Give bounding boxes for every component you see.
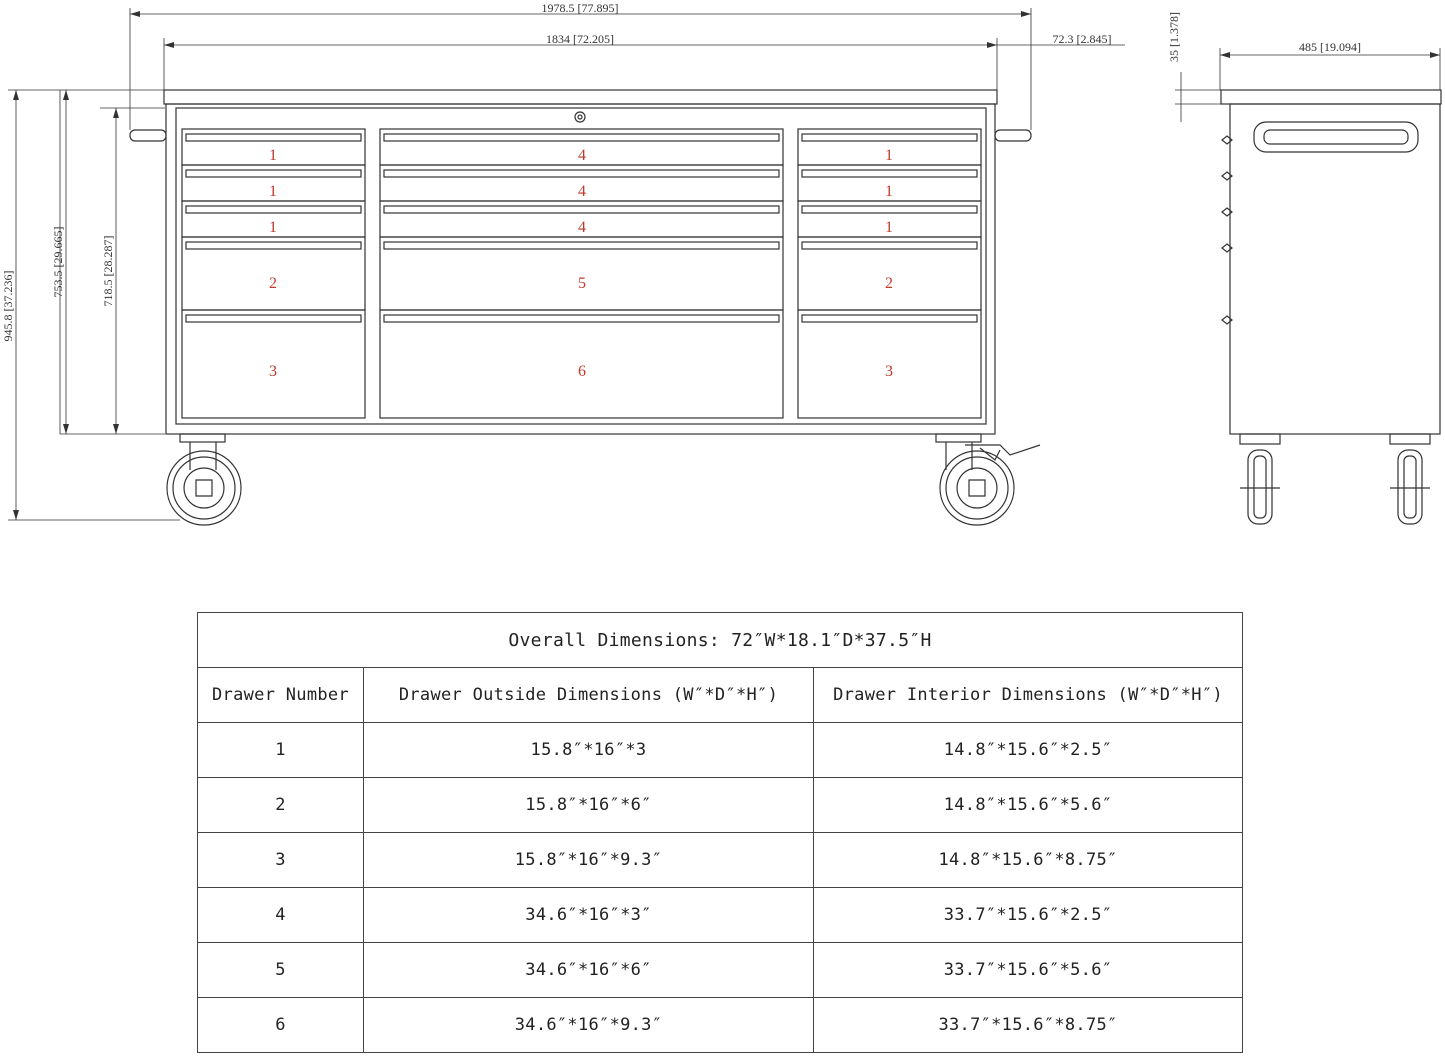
drawer-label: 1	[885, 183, 893, 200]
table-row: 6 34.6″*16″*9.3″ 33.7″*15.6″*8.75″	[197, 997, 1244, 1053]
cell-interior-dimensions: 14.8″*15.6″*2.5″	[812, 722, 1244, 778]
dim-overall-width: 1978.5 [77.895]	[542, 1, 619, 15]
cell-interior-dimensions: 33.7″*15.6″*2.5″	[812, 887, 1244, 943]
drawer-dimensions-table: Overall Dimensions: 72″W*18.1″D*37.5″H D…	[196, 612, 1244, 1053]
table-row: 1 15.8″*16″*3 14.8″*15.6″*2.5″	[197, 722, 1244, 778]
cell-drawer-number: 1	[197, 722, 364, 778]
dim-total-height: 945.8 [37.236]	[1, 271, 15, 342]
table-title-row: Overall Dimensions: 72″W*18.1″D*37.5″H	[196, 612, 1244, 668]
cell-drawer-number: 6	[197, 997, 364, 1053]
drawer-label: 2	[885, 275, 893, 292]
drawer-label: 4	[578, 183, 586, 200]
cell-outside-dimensions: 15.8″*16″*9.3″	[363, 832, 814, 888]
cell-outside-dimensions: 34.6″*16″*9.3″	[363, 997, 814, 1053]
header-outside-dimensions: Drawer Outside Dimensions (W″*D″*H″)	[363, 667, 814, 723]
cell-interior-dimensions: 14.8″*15.6″*8.75″	[812, 832, 1244, 888]
drawer-label: 1	[269, 147, 277, 164]
drawer-label: 1	[885, 147, 893, 164]
cell-drawer-number: 5	[197, 942, 364, 998]
table-row: 4 34.6″*16″*3″ 33.7″*15.6″*2.5″	[197, 887, 1244, 943]
table-row: 3 15.8″*16″*9.3″ 14.8″*15.6″*8.75″	[197, 832, 1244, 888]
cell-interior-dimensions: 33.7″*15.6″*8.75″	[812, 997, 1244, 1053]
drawer-label: 1	[269, 219, 277, 236]
drawer-label: 3	[269, 363, 277, 380]
drawer-label: 4	[578, 219, 586, 236]
drawer-label: 3	[885, 363, 893, 380]
cell-outside-dimensions: 34.6″*16″*3″	[363, 887, 814, 943]
cell-outside-dimensions: 34.6″*16″*6″	[363, 942, 814, 998]
tool-chest-drawing: 1978.5 [77.895] 1834 [72.205] 72.3 [2.84…	[1, 1, 1442, 526]
dim-top-height: 753.5 [29.665]	[51, 227, 65, 298]
dim-top-thickness: 35 [1.378]	[1167, 12, 1181, 62]
table-header-row: Drawer Number Drawer Outside Dimensions …	[197, 667, 1244, 723]
header-drawer-number: Drawer Number	[197, 667, 364, 723]
cell-interior-dimensions: 14.8″*15.6″*5.6″	[812, 777, 1244, 833]
cell-outside-dimensions: 15.8″*16″*6″	[363, 777, 814, 833]
dim-body-height: 718.5 [28.287]	[101, 236, 115, 307]
dim-handle-width: 72.3 [2.845]	[1053, 32, 1112, 46]
cell-drawer-number: 2	[197, 777, 364, 833]
drawer-label: 5	[578, 275, 586, 292]
drawer-label: 1	[885, 219, 893, 236]
cell-outside-dimensions: 15.8″*16″*3	[363, 722, 814, 778]
cell-drawer-number: 3	[197, 832, 364, 888]
drawer-label: 2	[269, 275, 277, 292]
dim-body-width: 1834 [72.205]	[546, 32, 614, 46]
cell-interior-dimensions: 33.7″*15.6″*5.6″	[812, 942, 1244, 998]
table-title: Overall Dimensions: 72″W*18.1″D*37.5″H	[196, 612, 1244, 668]
drawer-label: 4	[578, 147, 586, 164]
header-interior-dimensions: Drawer Interior Dimensions (W″*D″*H″)	[812, 667, 1244, 723]
table-row: 2 15.8″*16″*6″ 14.8″*15.6″*5.6″	[197, 777, 1244, 833]
drawer-label: 1	[269, 183, 277, 200]
table-row: 5 34.6″*16″*6″ 33.7″*15.6″*5.6″	[197, 942, 1244, 998]
drawer-label: 6	[578, 363, 586, 380]
dim-side-depth: 485 [19.094]	[1299, 40, 1361, 54]
cell-drawer-number: 4	[197, 887, 364, 943]
